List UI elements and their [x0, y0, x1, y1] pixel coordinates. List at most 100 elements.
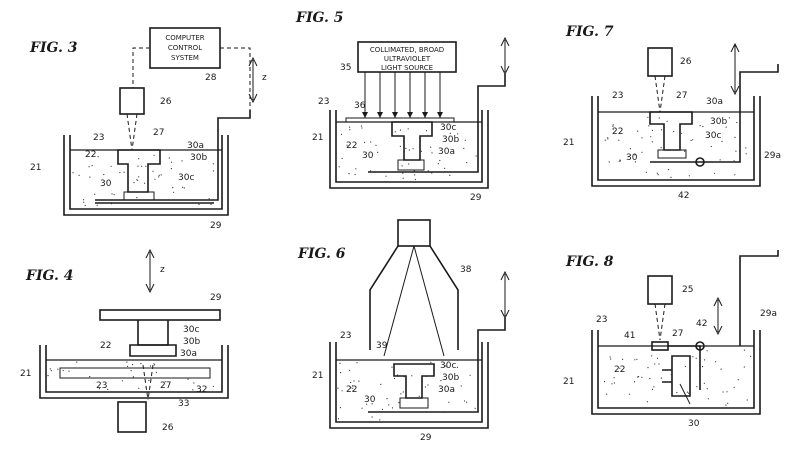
stipple-dot [690, 139, 692, 142]
stipple-dot [684, 150, 686, 152]
ref-22: 22 [85, 150, 96, 160]
ref-35: 35 [340, 63, 351, 73]
stipple-dot [337, 387, 339, 389]
stipple-dot [414, 174, 416, 176]
ref-30c-fig5: 30c [440, 123, 456, 133]
stipple-dot [158, 174, 160, 176]
stipple-dot [610, 358, 612, 360]
stipple-dot [113, 194, 115, 196]
stipple-dot [398, 402, 400, 404]
stipple-dot [349, 126, 351, 128]
ref-30a-fig6: 30a [438, 385, 455, 395]
stipple-dot [354, 173, 356, 176]
figure-6-label: FIG. 6 [297, 246, 346, 262]
stipple-dot [339, 407, 341, 409]
stipple-dot [131, 364, 134, 366]
stipple-dot [634, 359, 636, 361]
ref-23-fig8: 23 [596, 315, 607, 325]
z-axis-arrow [248, 56, 258, 104]
stipple-dot [353, 380, 355, 382]
stipple-dot [138, 387, 140, 389]
stipple-dot [127, 365, 129, 367]
stipple-dot [474, 407, 476, 409]
stipple-dot [696, 386, 698, 388]
stipple-dot [651, 355, 653, 357]
stipple-dot [210, 203, 212, 205]
stipple-dot [154, 364, 156, 366]
ref-23-fig4: 23 [96, 381, 107, 391]
stipple-dot [140, 362, 142, 365]
stipple-dot [728, 117, 731, 119]
stipple-dot [172, 191, 175, 193]
stipple-dot [418, 395, 420, 397]
stipple-dot [715, 361, 717, 363]
stipple-dot [144, 182, 146, 184]
window-32 [59, 367, 211, 379]
uv-light-source-box [357, 41, 457, 73]
stipple-dot [154, 178, 156, 180]
stipple-dot [170, 161, 173, 163]
stipple-dot [402, 172, 404, 174]
ref-36: 36 [354, 101, 366, 111]
stipple-dot [706, 350, 708, 352]
vat-fig8 [591, 330, 761, 415]
ref-29a-fig8: 29a [760, 309, 777, 319]
stipple-dot [735, 150, 737, 152]
laser-fig7 [647, 47, 673, 77]
ref-29-fig6: 29 [420, 433, 432, 443]
ref-22-fig8: 22 [614, 365, 625, 375]
stipple-dot [400, 393, 402, 395]
vat-fig5 [329, 110, 489, 189]
stipple-dot [405, 147, 407, 149]
stipple-dot [158, 176, 160, 178]
ref-23: 23 [93, 133, 104, 143]
shallow-vat-fig4 [39, 345, 229, 399]
ref-23-fig5: 23 [318, 97, 329, 107]
vat-fig7 [591, 96, 761, 187]
stipple-dot [666, 120, 668, 122]
supports-fig7 [657, 149, 687, 159]
stipple-dot [72, 172, 74, 174]
figure-6: FIG. 6 38 39 23 21 22 30 30c 30b 30a 29 [297, 219, 510, 443]
ref-27: 27 [153, 128, 164, 138]
stipple-dot [612, 124, 614, 126]
ref-21: 21 [30, 163, 41, 173]
stipple-dot [370, 141, 372, 143]
figure-8: FIG. 8 25 23 41 27 42 29a 21 22 30 [563, 250, 779, 429]
figure-4-label: FIG. 4 [25, 268, 73, 284]
stipple-dot [103, 173, 105, 176]
stipple-dot [628, 393, 631, 395]
stipple-dot [119, 172, 121, 174]
stipple-dot [641, 137, 643, 139]
stipple-dot [375, 144, 377, 146]
figure-7-label: FIG. 7 [565, 24, 614, 40]
stipple-dot [603, 381, 606, 383]
stipple-dot [358, 380, 360, 382]
stipple-dot [444, 365, 447, 367]
ref-30-fig6: 30 [364, 395, 376, 405]
stipple-dot [399, 129, 402, 131]
ref-32-fig4: 32 [196, 385, 207, 395]
stipple-dot [657, 174, 659, 176]
box-line-2: CONTROL [168, 44, 202, 52]
stipple-dot [386, 398, 388, 400]
ref-30a: 30a [187, 141, 204, 151]
stipple-dot [136, 179, 138, 181]
stipple-dot [107, 388, 109, 390]
stipple-dot [361, 127, 363, 129]
stipple-dot [397, 374, 399, 376]
stipple-dot [710, 145, 712, 148]
stipple-dot [407, 128, 409, 130]
stipple-dot [402, 411, 404, 413]
ref-30a-fig4: 30a [180, 349, 197, 359]
stipple-dot [641, 151, 643, 153]
stipple-dot [656, 357, 659, 359]
stipple-dot [155, 371, 157, 373]
ref-38: 38 [460, 265, 472, 275]
stipple-dot [132, 376, 134, 378]
ref-26-fig4: 26 [162, 423, 174, 433]
stipple-dot [701, 366, 704, 368]
stipple-dot [49, 368, 51, 370]
stipple-dot [668, 149, 670, 151]
stipple-dot [172, 187, 174, 189]
